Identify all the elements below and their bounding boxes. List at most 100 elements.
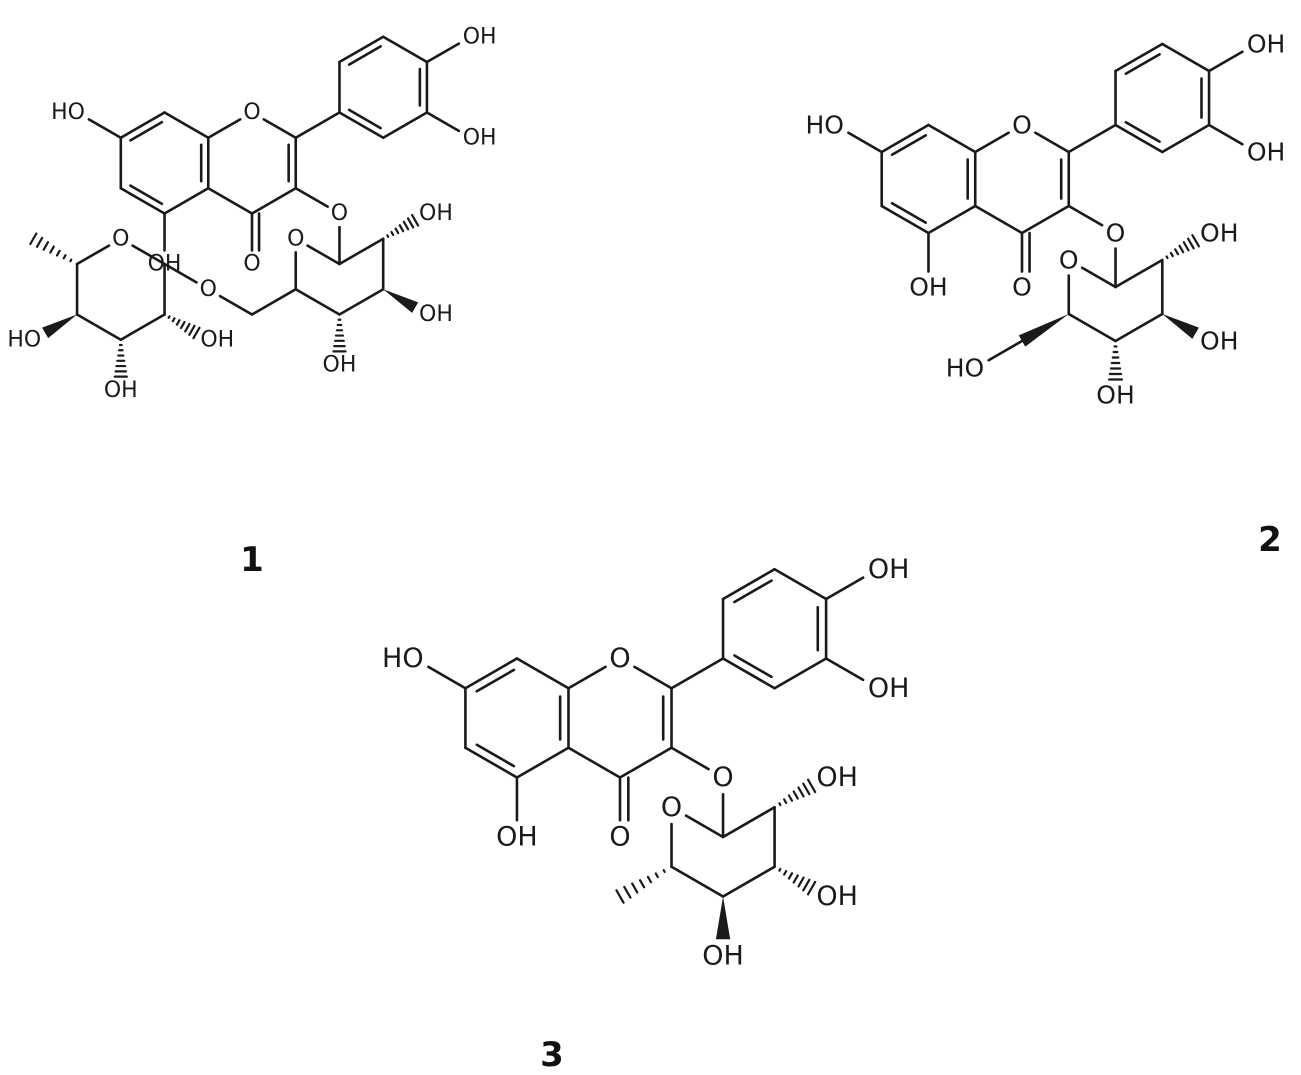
hash-bond-S3-S3O-3 xyxy=(787,872,794,880)
atom-label-oh5: OH xyxy=(148,252,182,277)
hash-bond-R2-R2O-5 xyxy=(184,322,191,333)
bond-S5-S6 xyxy=(250,287,298,316)
bond-C3-C4 xyxy=(250,186,298,215)
atom-label-rha-ring-o: O xyxy=(112,226,129,251)
bond-C3-O3 xyxy=(294,186,329,208)
bond-S4-S5 xyxy=(1067,312,1117,343)
bond-C5-C6 xyxy=(464,746,519,779)
wedge-bond-S3-S3O xyxy=(383,289,419,313)
bond-C8-C8a xyxy=(163,111,210,140)
bond-C3p-C4p xyxy=(381,35,429,64)
atom-label-oh4p: OH xyxy=(1247,30,1285,59)
hash-bond-S3-S3O-4 xyxy=(792,874,799,884)
hash-bond-S2-S2O-5 xyxy=(1182,241,1190,252)
bond-SO-S1 xyxy=(1080,266,1117,289)
double-bond-C2p-C3p xyxy=(1124,53,1161,76)
hash-bond-S5-S6-1 xyxy=(662,869,666,873)
bond-C3-O3 xyxy=(670,746,710,771)
atom-label-oh4p: OH xyxy=(463,24,497,49)
bond-C3p-C4p xyxy=(773,567,828,601)
bond-C5p-C6p xyxy=(1160,123,1211,154)
bond-C4-C4a xyxy=(206,186,254,215)
atom-label-rha-oh3: OH xyxy=(104,378,138,403)
compound-number-1: 1 xyxy=(240,540,264,580)
bond-C4p-O4p xyxy=(1207,50,1244,73)
bond-C4-C4a xyxy=(567,746,622,779)
wedge-bond-S4-S4O xyxy=(715,896,731,940)
atom-label-glc-ring-o: O xyxy=(287,226,304,251)
atom-label-glc-oh6: HO xyxy=(946,354,984,383)
hash-bond-R5-R6-6 xyxy=(35,236,44,248)
hash-bond-S3-S3O-7 xyxy=(806,880,817,896)
atom-label-glc-oh4: OH xyxy=(1096,381,1134,410)
bond-R3-R4 xyxy=(75,313,123,342)
hash-bond-R5-R6-5 xyxy=(42,241,50,251)
bond-C8-C8a xyxy=(927,123,977,154)
atom-label-oh3p: OH xyxy=(463,125,497,150)
hash-bond-S2-S2O-3 xyxy=(787,794,794,802)
wedge-bond-R4-R4O xyxy=(42,314,78,339)
bond-C5p-O3p xyxy=(425,111,461,133)
hash-bond-S2-S2O-2 xyxy=(390,230,395,237)
bond-C6p-C1p xyxy=(721,657,776,690)
atom-label-ho7: HO xyxy=(51,100,85,125)
double-bond-C6p-C1p xyxy=(347,108,382,130)
atom-label-rha-oh2: OH xyxy=(816,762,858,793)
bond-SO-S1 xyxy=(306,244,341,266)
double-bond-C6p-C1p xyxy=(733,654,773,679)
bond-R5-RO xyxy=(75,244,111,266)
hash-bond-S3-S3O-2 xyxy=(783,869,788,876)
bond-S6-SO6 xyxy=(218,294,254,316)
wedge-bond-S5-S6 xyxy=(1018,314,1069,347)
atom-label-rha-oh4: OH xyxy=(702,941,744,972)
bond-S4-S5 xyxy=(670,865,725,898)
atom-label-oh5: OH xyxy=(496,822,538,853)
double-bond-C7-C8 xyxy=(475,668,516,693)
double-bond-C7-C8 xyxy=(890,134,928,157)
hash-bond-R2-R2O-6 xyxy=(188,324,196,336)
compound-number-3: 3 xyxy=(540,1035,564,1075)
bond-O1-C2 xyxy=(262,118,298,140)
atom-label-glc-oh3: OH xyxy=(419,302,453,327)
hash-bond-S2-S2O-5 xyxy=(797,786,805,798)
atom-label-ring-o: O xyxy=(1012,111,1032,140)
hash-bond-S5-S6-4 xyxy=(638,879,646,889)
bond-C4-C4a xyxy=(973,204,1024,235)
hash-bond-S5-S6-2 xyxy=(654,872,659,879)
double-bond-C5-C6 xyxy=(129,184,164,206)
wedge-bond-S3-S3O xyxy=(1162,314,1199,339)
bond-S1-S2 xyxy=(338,237,385,266)
hash-bond-S2-S2O-4 xyxy=(792,790,799,800)
hash-bond-S2-S2O-6 xyxy=(802,782,811,796)
bond-C4p-O4p xyxy=(824,576,865,601)
hash-bond-S2-S2O-7 xyxy=(806,778,817,794)
atom-label-glc-oh4: OH xyxy=(323,353,357,378)
hash-bond-R5-R6-4 xyxy=(49,245,55,254)
bond-C6p-C1p xyxy=(338,111,385,140)
hash-bond-R5-R6-3 xyxy=(55,249,61,257)
bond-C5p-C6p xyxy=(773,657,828,690)
hash-bond-S3-S3O-6 xyxy=(802,878,811,892)
atom-label-oh4p: OH xyxy=(868,554,910,585)
hash-bond-R2-R2O-3 xyxy=(175,319,181,326)
bond-C2p-C3p xyxy=(338,35,385,64)
double-bond-C2p-C3p xyxy=(733,579,773,604)
hash-bond-S5-S6-3 xyxy=(646,875,653,884)
atom-label-carbonyl-o: O xyxy=(609,822,630,853)
bond-S6-SO6b xyxy=(987,339,1024,362)
hash-bond-R2-R2O-1 xyxy=(167,315,171,319)
bond-C3-C4 xyxy=(618,746,673,779)
bond-C3-O3 xyxy=(1067,204,1104,227)
bond-C5p-C6p xyxy=(381,111,429,140)
double-bond-C5-C6 xyxy=(475,743,516,768)
atom-label-carbonyl-o: O xyxy=(243,252,260,277)
atom-label-glc-oh3: OH xyxy=(1200,327,1238,356)
bond-C5-C6 xyxy=(119,186,166,215)
bond-R2-R3 xyxy=(119,313,166,342)
hash-bond-S2-S2O-4 xyxy=(1178,244,1185,254)
bond-C7-C8 xyxy=(119,111,166,140)
atom-label-o3: O xyxy=(331,201,348,226)
